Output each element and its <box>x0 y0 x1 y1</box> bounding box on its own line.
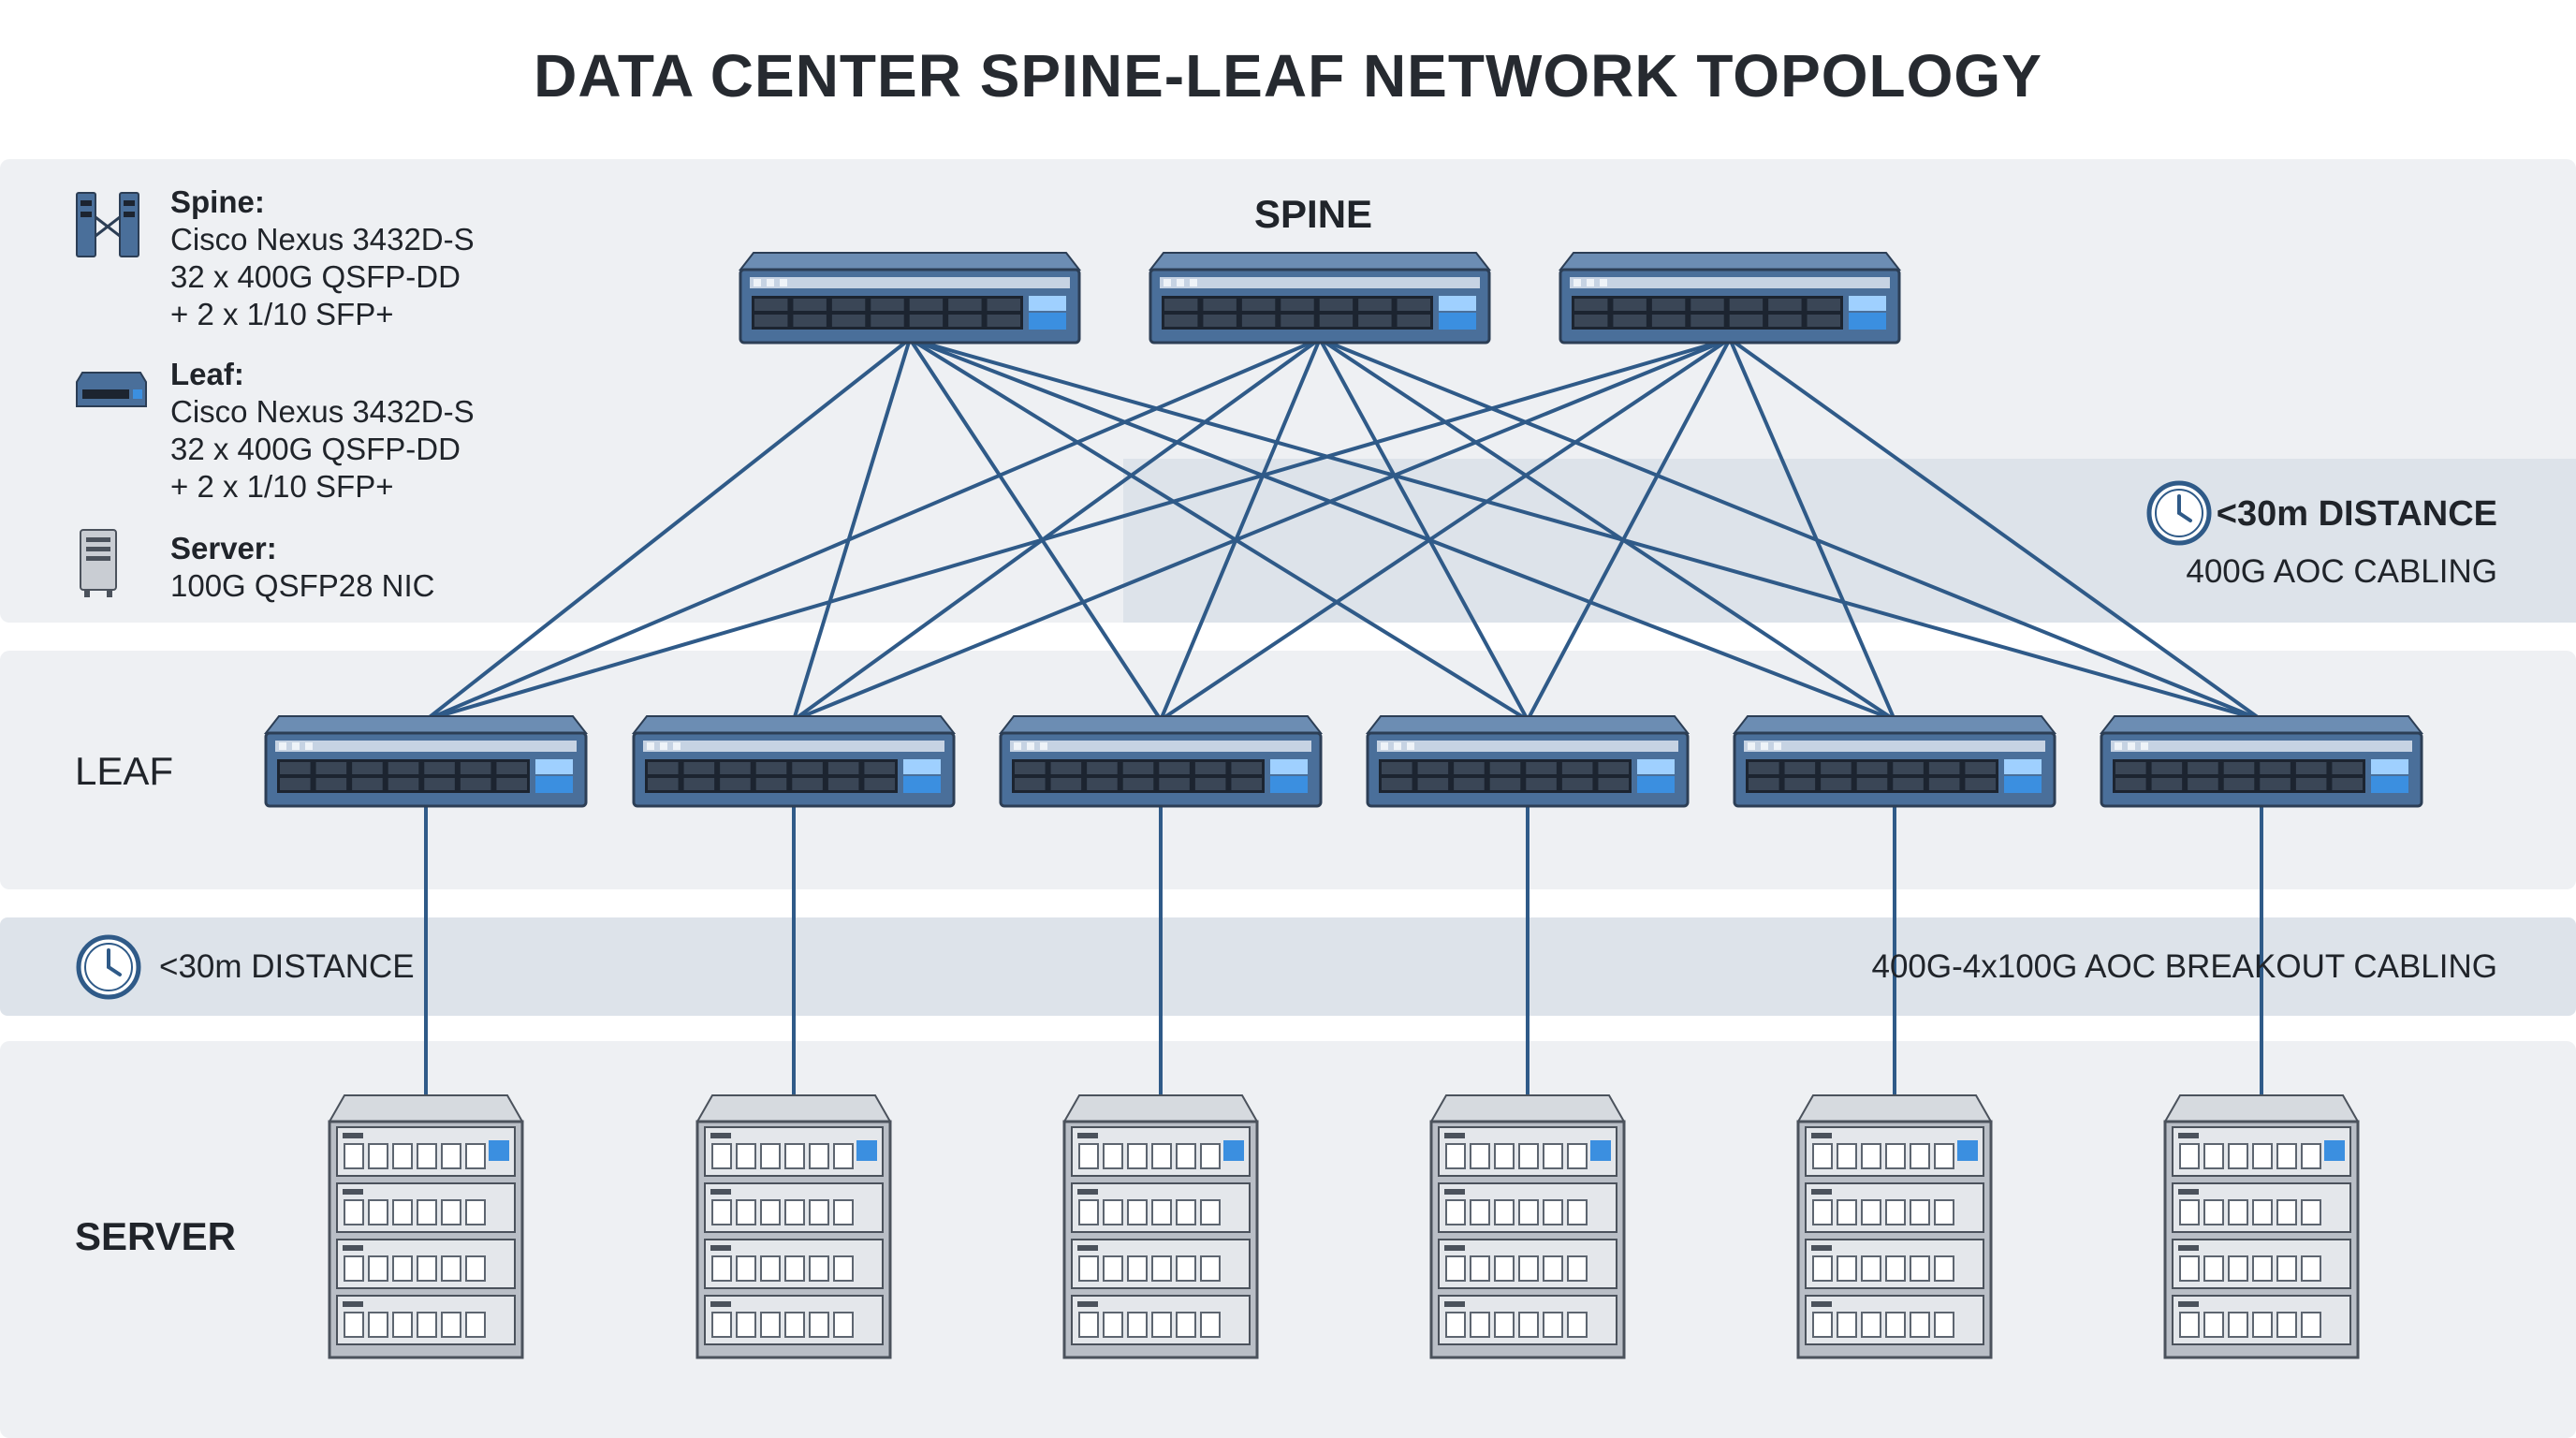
legend-leaf-heading: Leaf: <box>170 357 244 391</box>
legend-spine-line: 32 x 400G QSFP-DD <box>170 259 461 294</box>
spine-leaf-link <box>1318 337 1896 722</box>
legend-leaf-line: 32 x 400G QSFP-DD <box>170 432 461 466</box>
spine-leaf-link <box>1319 337 2262 722</box>
spine-switch[interactable] <box>1148 252 1492 345</box>
server-rack[interactable] <box>328 1094 524 1359</box>
leaf-switch[interactable] <box>1365 715 1690 808</box>
spine-leaf-link <box>909 337 2262 722</box>
server-tower-icon <box>80 529 117 597</box>
leaf-switch[interactable] <box>998 715 1324 808</box>
leaf-switch[interactable] <box>2099 715 2424 808</box>
server-rack[interactable] <box>695 1094 892 1359</box>
server-rack[interactable] <box>1796 1094 1993 1359</box>
spine-tier-label: SPINE <box>1254 192 1373 236</box>
spine-leaf-link <box>425 337 1321 722</box>
spine-leaf-cabling-note: 400G AOC CABLING <box>2186 553 2497 590</box>
spine-leaf-link <box>1526 338 1732 721</box>
server-rack[interactable] <box>1429 1094 1626 1359</box>
leaf-server-distance-note: <30m DISTANCE <box>159 948 415 985</box>
leaf-server-cabling-band <box>0 917 2576 1016</box>
spine-leaf-link <box>909 337 1895 722</box>
spine-leaf-link <box>908 337 1530 722</box>
clock-icon <box>76 934 141 1000</box>
legend-server-line: 100G QSFP28 NIC <box>170 568 435 603</box>
leaf-switch-icon <box>76 372 147 407</box>
diagram-title: DATA CENTER SPINE-LEAF NETWORK TOPOLOGY <box>534 42 2042 110</box>
spine-leaf-link <box>424 337 912 722</box>
server-rack[interactable] <box>2163 1094 2360 1359</box>
spine-leaf-link <box>793 337 1731 722</box>
legend-leaf-line: Cisco Nexus 3432D-S <box>170 394 475 429</box>
spine-leaf-link <box>908 337 1163 722</box>
legend-spine-heading: Spine: <box>170 184 265 219</box>
leaf-switch[interactable] <box>263 715 589 808</box>
legend-spine-line: Cisco Nexus 3432D-S <box>170 222 475 257</box>
spine-leaf-distance-note: <30m DISTANCE <box>2216 494 2497 534</box>
spine-leaf-link <box>1728 338 1896 721</box>
spine-leaf-link <box>425 337 1731 722</box>
spine-leaf-link <box>792 337 1322 722</box>
leaf-switch[interactable] <box>631 715 957 808</box>
spine-leaf-link <box>1159 337 1732 722</box>
spine-switch[interactable] <box>1558 252 1902 345</box>
server-rack[interactable] <box>1062 1094 1259 1359</box>
legend-leaf-line: + 2 x 1/10 SFP+ <box>170 469 394 504</box>
spine-switch-icon <box>76 192 139 257</box>
leaf-tier-label: LEAF <box>75 749 174 793</box>
spine-leaf-link <box>1318 338 1530 721</box>
leaf-server-cabling-note: 400G-4x100G AOC BREAKOUT CABLING <box>1871 948 2497 985</box>
server-tier-label: SERVER <box>75 1214 236 1258</box>
spine-switch[interactable] <box>738 252 1082 345</box>
spine-leaf-link <box>792 338 912 721</box>
spine-leaf-link <box>1728 337 2263 722</box>
leaf-switch[interactable] <box>1732 715 2057 808</box>
legend-spine-line: + 2 x 1/10 SFP+ <box>170 297 394 331</box>
clock-icon <box>2146 480 2212 546</box>
spine-leaf-link <box>1159 338 1322 721</box>
legend-server-heading: Server: <box>170 531 277 565</box>
